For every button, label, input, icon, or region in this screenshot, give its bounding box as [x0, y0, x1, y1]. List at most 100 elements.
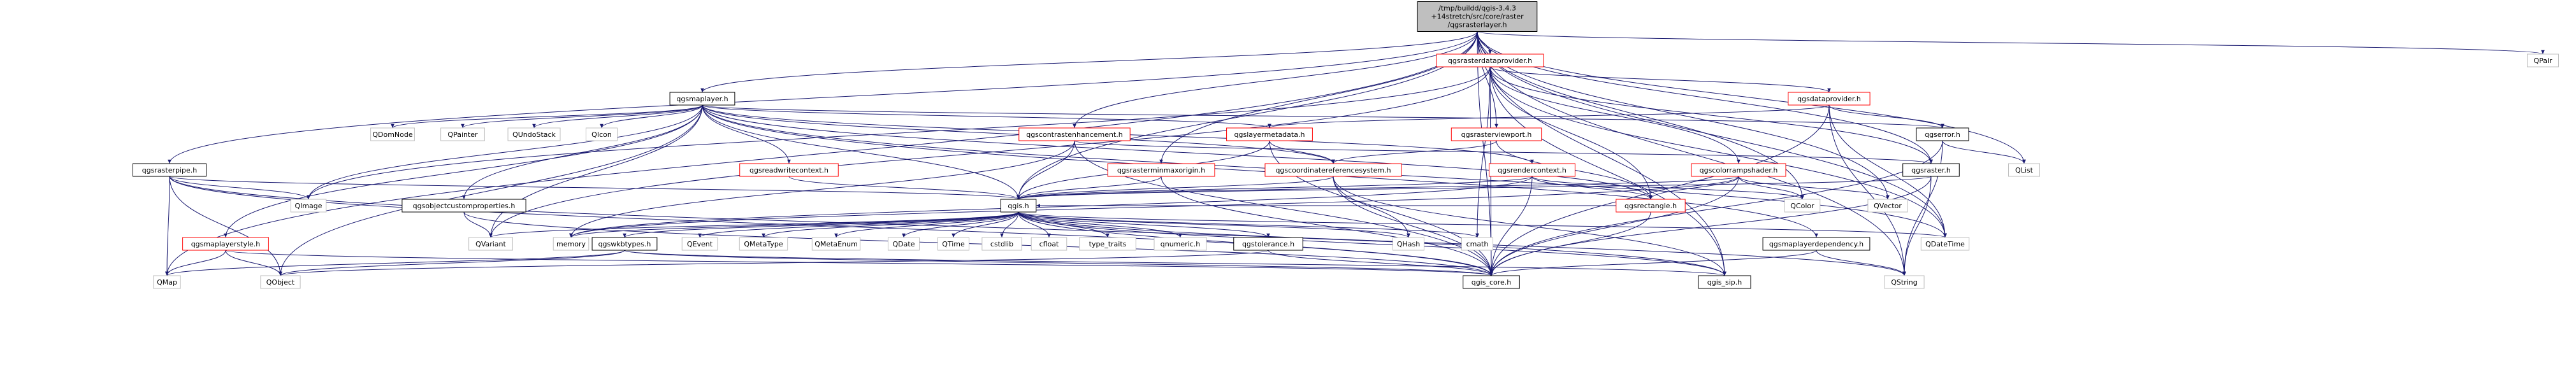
node-qgsrasterminmaxorigin[interactable]: qgsrasterminmaxorigin.h — [1107, 163, 1215, 177]
node-box — [1154, 237, 1207, 251]
node-qobject: QObject — [260, 275, 301, 289]
node-qgscolorrampshader[interactable]: qgscolorrampshader.h — [1691, 163, 1786, 177]
node-qevent: QEvent — [681, 237, 718, 251]
node-box — [553, 237, 590, 251]
edge-qgsmaplayer-to-qgsreadwritecontext — [702, 104, 791, 164]
edge-qgsmaplayer-to-qgscoordinatereferencesystem — [702, 104, 1335, 164]
node-qgsrasterpipe[interactable]: qgsrasterpipe.h — [133, 163, 206, 177]
node-label: QDate — [893, 240, 915, 248]
node-label: qgsmaplayer.h — [676, 95, 728, 103]
edge-qgsrendercontext-to-qgis — [1017, 176, 1533, 200]
node-qgis-sip[interactable]: qgis_sip.h — [1698, 275, 1751, 289]
node-cmath: cmath — [1461, 237, 1493, 251]
node-qgsrendercontext[interactable]: qgsrendercontext.h — [1489, 163, 1575, 177]
edge-qgsdataprovider-to-qstring — [1828, 104, 1906, 276]
node-box — [681, 237, 718, 251]
edge-root-to-qgscontrastenhancement — [1073, 31, 1478, 129]
node-box — [1916, 127, 1969, 141]
node-qgsraster[interactable]: qgsraster.h — [1902, 163, 1960, 177]
node-box — [260, 275, 301, 289]
root-node-label-line-1: /tmp/buildd/qgis-3.4.3 — [1438, 4, 1516, 13]
node-box — [290, 199, 327, 213]
node-box — [888, 237, 920, 251]
edge-qgstolerance-to-qgis_core — [1268, 250, 1493, 276]
edge-qgsmaplayerstyle-to-qobject — [225, 250, 282, 276]
edge-qgis-to-qevent — [698, 211, 1019, 238]
node-label: QMetaEnum — [814, 240, 858, 248]
edge-qgis-to-cstdlib — [1000, 211, 1019, 238]
edge-qgscontrastenhancement-to-qgsraster — [1074, 140, 1933, 164]
edge-root-to-qgsrasterviewport — [1477, 31, 1498, 129]
node-box — [1264, 163, 1402, 177]
edge-qgsobjectcustomproperties-to-qvariant — [463, 211, 493, 238]
edge-qgscolorrampshader-to-qvector — [1738, 176, 1890, 200]
node-qgsrasterviewport[interactable]: qgsrasterviewport.h — [1451, 127, 1542, 141]
node-qgsmaplayerdependency[interactable]: qgsmaplayerdependency.h — [1762, 237, 1870, 251]
edge-qgscoordinatereferencesystem-to-qgis_sip — [1333, 176, 1726, 276]
node-label: QMetaType — [744, 240, 783, 248]
node-box — [591, 237, 658, 251]
node-label: qnumeric.h — [1161, 240, 1201, 248]
node-qgsmaplayer[interactable]: qgsmaplayer.h — [669, 92, 735, 106]
node-box — [182, 237, 269, 251]
edge-qgsmaplayer-to-qgserror — [702, 104, 1944, 129]
node-qgstolerance[interactable]: qgstolerance.h — [1233, 237, 1303, 251]
node-box — [1233, 237, 1303, 251]
dependency-edges — [165, 31, 2545, 276]
node-box — [1902, 163, 1960, 177]
node-qgslayermetadata[interactable]: qgslayermetadata.h — [1226, 127, 1313, 141]
node-qicon: QIcon — [586, 127, 618, 141]
node-qgsreadwritecontext[interactable]: qgsreadwritecontext.h — [739, 163, 839, 177]
node-qmetatype: QMetaType — [739, 237, 788, 251]
node-label: qgsrasterviewport.h — [1461, 131, 1532, 139]
root-node-box — [1417, 1, 1538, 32]
node-box — [937, 237, 969, 251]
node-qgscontrastenhancement[interactable]: qgscontrastenhancement.h — [1018, 127, 1131, 141]
node-cfloat: cfloat — [1031, 237, 1067, 251]
edge-qgsmaplayer-to-qdomnode — [391, 104, 703, 129]
node-qgsrectangle[interactable]: qgsrectangle.h — [1616, 199, 1686, 213]
node-label: QString — [1891, 278, 1918, 287]
node-qpainter: QPainter — [440, 127, 485, 141]
root-node-label-line-2: +14stretch/src/core/raster — [1431, 13, 1524, 21]
edge-qgsrasterdataprovider-to-qgsdataprovider — [1489, 66, 1831, 93]
node-qgserror[interactable]: qgserror.h — [1916, 127, 1969, 141]
node-box — [1698, 275, 1751, 289]
node-qgsrasterdataprovider[interactable]: qgsrasterdataprovider.h — [1436, 53, 1544, 67]
edge-qgsdataprovider-to-qdatetime — [1828, 104, 1947, 238]
node-qgsmaplayerstyle[interactable]: qgsmaplayerstyle.h — [182, 237, 269, 251]
node-label: qgis.h — [1008, 202, 1029, 210]
edge-qgsmaplayer-to-qvariant — [489, 104, 703, 238]
node-label: QVector — [1874, 202, 1902, 210]
node-label: qgsraster.h — [1911, 166, 1951, 174]
node-box — [1784, 199, 1821, 213]
node-qgscoordinatereferencesystem[interactable]: qgscoordinatereferencesystem.h — [1264, 163, 1402, 177]
node-box — [1031, 237, 1067, 251]
dependency-nodes: /tmp/buildd/qgis-3.4.3 +14stretch/src/co… — [133, 1, 2559, 289]
node-qgsdataprovider[interactable]: qgsdataprovider.h — [1788, 92, 1870, 106]
node-qgis-core[interactable]: qgis_core.h — [1463, 275, 1520, 289]
edge-qgsmaplayer-to-qpainter — [461, 104, 703, 129]
root-header-node[interactable]: /tmp/buildd/qgis-3.4.3 +14stretch/src/co… — [1417, 1, 1538, 32]
edge-qgscolorrampshader-to-memory — [569, 176, 1739, 238]
edge-qgswkbtypes-to-qobject — [279, 250, 625, 276]
edge-qgsrasterdataprovider-to-qdatetime — [1489, 66, 1947, 238]
node-box — [468, 237, 513, 251]
node-label: qgsrasterdataprovider.h — [1448, 57, 1532, 65]
node-box — [370, 127, 415, 141]
edge-qgscolorrampshader-to-qgis — [1017, 176, 1739, 200]
node-qgswkbtypes[interactable]: qgswkbtypes.h — [591, 237, 658, 251]
node-qgis[interactable]: qgis.h — [1000, 199, 1037, 213]
edge-qgsmaplayer-to-qundostack — [532, 104, 703, 129]
node-label: QImage — [294, 202, 322, 210]
edge-root-to-qmap — [165, 31, 1478, 276]
edge-root-to-qpair — [1477, 31, 2545, 55]
node-label: qgsrendercontext.h — [1498, 166, 1567, 174]
node-label: cmath — [1466, 240, 1489, 248]
node-label: qgsmaplayerdependency.h — [1769, 240, 1863, 248]
node-qtime: QTime — [937, 237, 969, 251]
node-label: qgsrasterpipe.h — [142, 166, 198, 174]
edge-qgsmaplayer-to-qgis — [702, 104, 1020, 200]
node-box — [1079, 237, 1136, 251]
node-qgsobjectcustomproperties[interactable]: qgsobjectcustomproperties.h — [402, 199, 526, 213]
